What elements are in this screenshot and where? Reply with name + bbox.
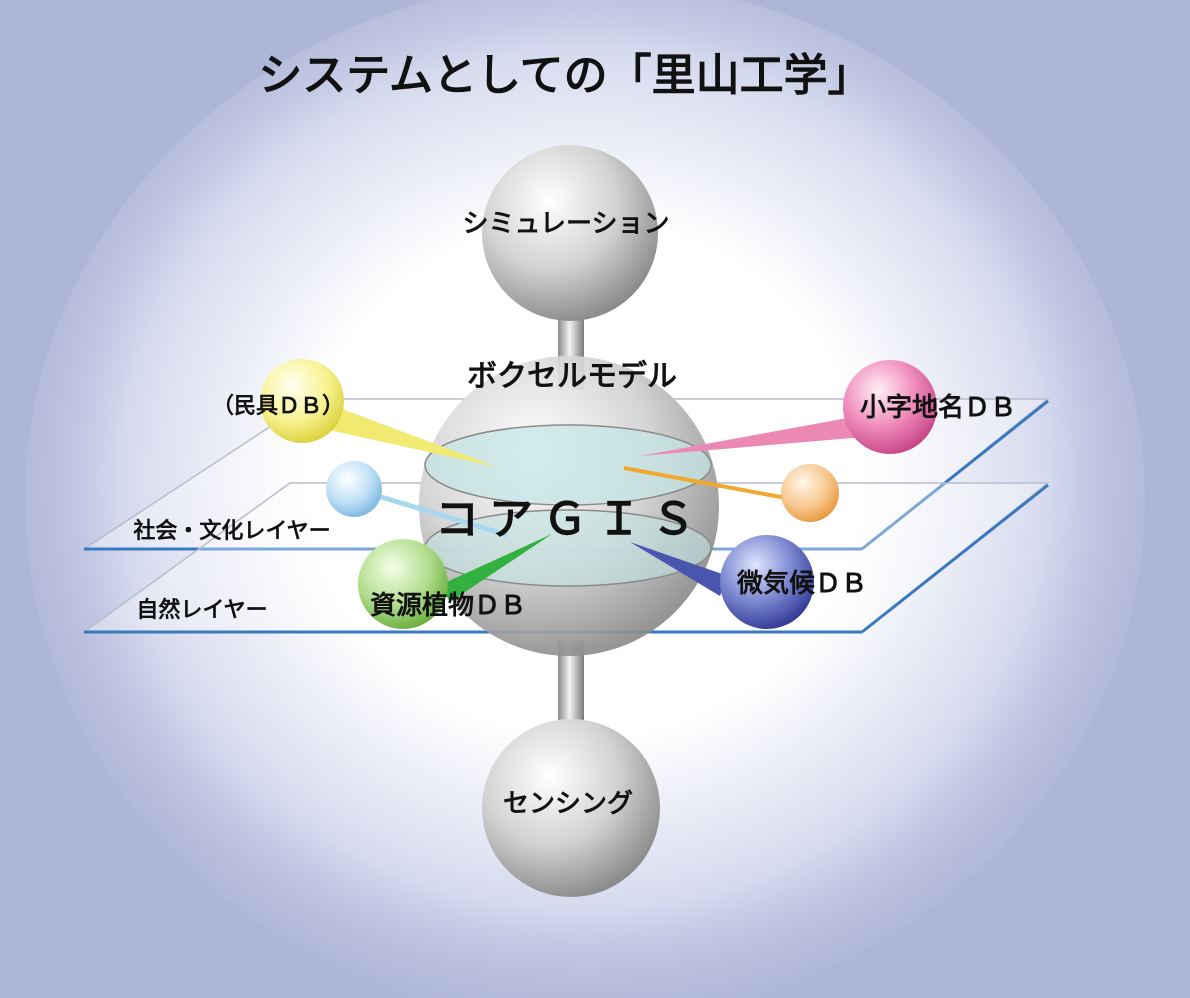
- microclimate-db-label: 微気候ＤＢ: [736, 568, 867, 599]
- plant-resources-db-label: 資源植物ＤＢ: [370, 591, 526, 621]
- microclimate-sphere: [720, 535, 814, 629]
- plant-resources-connector: [440, 534, 552, 602]
- microclimate-connector: [630, 542, 728, 596]
- place-names-sphere: [843, 360, 937, 454]
- core-gis-label: コアＧＩＳ: [435, 494, 705, 545]
- nature-layer-label: 自然レイヤー: [136, 597, 267, 623]
- social-connector: [357, 487, 508, 538]
- folk-tools-sphere: [260, 359, 344, 443]
- folk-tools-db-label: （民具ＤＢ）: [212, 394, 344, 419]
- voxel-model-label: ボクセルモデル: [467, 359, 677, 394]
- page-title: システムとしての「里山工学」: [258, 50, 871, 101]
- orange-sphere: [781, 464, 839, 522]
- folk-tools-connector: [306, 400, 497, 467]
- social-sphere: [326, 461, 382, 517]
- place-names-db-label: 小字地名ＤＢ: [860, 392, 1016, 423]
- sensing-label: センシング: [503, 789, 633, 819]
- upper-layer-disc: [424, 424, 712, 506]
- place-names-connector: [640, 412, 888, 456]
- social-layer-right-edge: [861, 399, 1049, 551]
- plant-resources-sphere: [358, 539, 448, 629]
- nature-layer-right-edge: [861, 483, 1049, 634]
- orange-connector: [623, 466, 787, 500]
- simulation-sphere: [482, 145, 658, 321]
- sensing-sphere: [482, 719, 660, 897]
- social-culture-layer-label: 社会・文化レイヤー: [133, 518, 330, 544]
- simulation-label: シミュレーション: [463, 209, 670, 239]
